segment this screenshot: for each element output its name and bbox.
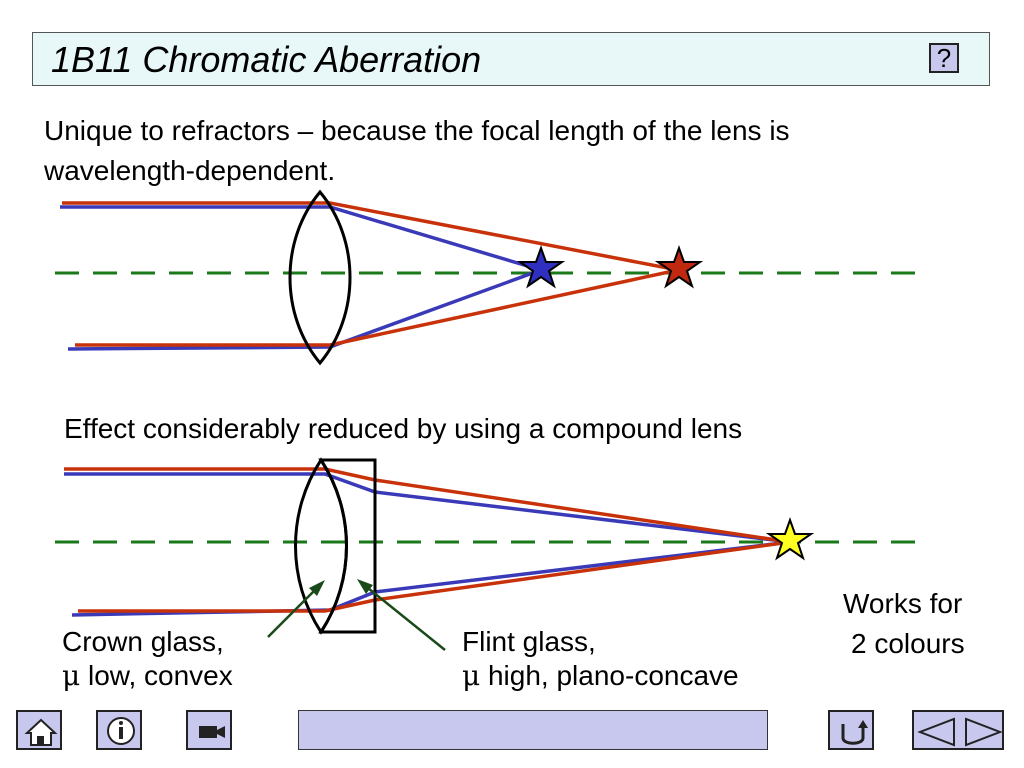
single-lens-diagram [55, 189, 925, 366]
forward-icon[interactable] [965, 717, 1003, 747]
crown-glass-property-text: low, convex [80, 660, 233, 691]
crown-glass-arrow [267, 585, 320, 638]
blue-focus-star [516, 245, 566, 289]
page-title: 1B11 Chromatic Aberration [51, 39, 482, 80]
return-icon [841, 720, 868, 745]
navigation-arrows [917, 717, 1003, 747]
red-ray-lower [75, 268, 679, 347]
blue-ray-upper-compound [64, 472, 791, 544]
help-button[interactable]: ? [929, 43, 959, 73]
flint-glass-property: μ high, plano-concave [462, 656, 739, 696]
compound-lens-text: Effect considerably reduced by using a c… [64, 413, 743, 444]
info-icon [107, 717, 135, 745]
crown-arrow-head [309, 580, 325, 596]
aberration-diagrams [55, 189, 925, 651]
return-button[interactable] [828, 710, 874, 750]
blue-ray-lower-compound [71, 540, 791, 617]
works-for-label-line-1: Works for [843, 588, 963, 619]
convex-lens [288, 189, 352, 366]
title-bar: 1B11 Chromatic Aberration [32, 32, 990, 86]
red-focus-star [654, 245, 704, 289]
flint-glass-property-text: high, plano-concave [480, 660, 739, 691]
blue-ray-upper [60, 205, 542, 272]
home-button[interactable] [16, 710, 62, 750]
back-icon[interactable] [917, 717, 955, 747]
page-navigation [912, 710, 1004, 750]
camera-icon [199, 726, 225, 738]
mu-symbol: μ [62, 659, 81, 692]
video-button[interactable] [186, 710, 232, 750]
intro-text-line-1: Unique to refractors – because the focal… [44, 115, 790, 146]
info-button[interactable] [96, 710, 142, 750]
intro-text-line-2: wavelength-dependent. [44, 155, 336, 186]
red-ray-upper [62, 201, 679, 272]
red-ray-lower-compound [78, 540, 791, 613]
flint-arrow-head [357, 579, 373, 594]
combined-focus-star [765, 517, 815, 561]
red-ray-upper-compound [64, 467, 791, 544]
crown-glass-label: Crown glass, [62, 626, 224, 657]
mu-symbol: μ [462, 659, 481, 692]
works-for-label-line-2: 2 colours [851, 628, 965, 659]
home-icon [24, 718, 58, 746]
crown-glass-property: μ low, convex [62, 656, 233, 696]
slide-progress-bar [298, 710, 768, 750]
flint-glass-arrow [362, 583, 446, 651]
crown-glass-lens [294, 457, 348, 635]
flint-glass-label: Flint glass, [462, 626, 596, 657]
compound-lens-diagram [55, 457, 925, 651]
